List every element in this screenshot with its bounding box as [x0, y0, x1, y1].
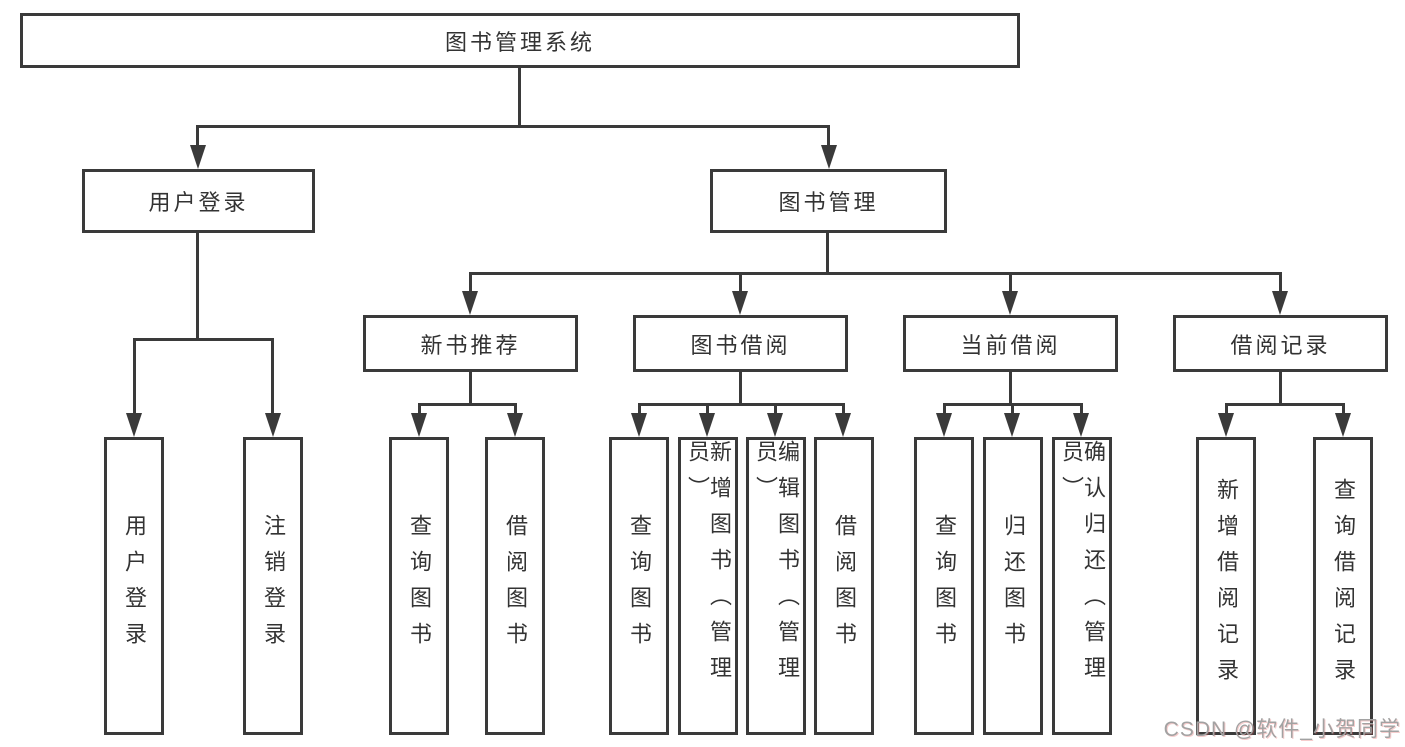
node-leaf-edit-book-admin: 编辑图书（管理员）: [746, 437, 806, 735]
edge-g2-drop-2: [1011, 403, 1014, 417]
node-book-management-branch: 图书管理: [710, 169, 947, 233]
arrow-down-icon: [507, 413, 523, 437]
node-leaf-query-books-3-label: 查询图书: [932, 514, 957, 658]
node-leaf-borrow-books-2-label: 借阅图书: [832, 514, 857, 658]
node-leaf-logout: 注销登录: [243, 437, 303, 735]
arrow-down-icon: [821, 145, 837, 169]
arrow-down-icon: [631, 413, 647, 437]
arrow-down-icon: [767, 413, 783, 437]
node-leaf-add-borrow-record-label: 新增借阅记录: [1214, 478, 1239, 694]
edge-g1-hbar: [638, 403, 845, 406]
node-current-borrow: 当前借阅: [903, 315, 1118, 372]
arrow-down-icon: [265, 413, 281, 437]
node-leaf-return-book: 归还图书: [983, 437, 1043, 735]
node-leaf-add-book-admin: 新增图书（管理员）: [678, 437, 738, 735]
arrow-down-icon: [835, 413, 851, 437]
edge-g1-drop-3: [774, 403, 777, 417]
csdn-watermark: CSDN @软件_小贺同学: [1163, 718, 1401, 741]
node-leaf-user-login: 用户登录: [104, 437, 164, 735]
edge-g3-drop-2: [1342, 403, 1345, 417]
node-leaf-query-borrow-record-label: 查询借阅记录: [1331, 478, 1356, 694]
arrow-down-icon: [190, 145, 206, 169]
edge-g3-drop-1: [1225, 403, 1228, 417]
edge-user-drop-2: [271, 338, 274, 416]
edge-g3-stem: [1279, 372, 1282, 403]
arrow-down-icon: [1335, 413, 1351, 437]
arrow-down-icon: [1218, 413, 1234, 437]
node-current-borrow-label: 当前借阅: [960, 332, 1061, 358]
node-leaf-query-books-1-label: 查询图书: [407, 514, 432, 658]
arrow-down-icon: [1002, 291, 1018, 315]
node-new-book-recommend: 新书推荐: [363, 315, 578, 372]
edge-root-drop-right: [827, 125, 830, 149]
edge-user-drop-1: [133, 338, 136, 416]
edge-root-drop-left: [196, 125, 199, 149]
arrow-down-icon: [411, 413, 427, 437]
node-leaf-borrow-books-1-label: 借阅图书: [503, 514, 528, 658]
node-leaf-add-book-admin-label: 新增图书（管理员）: [685, 440, 732, 692]
edge-g3-hbar: [1225, 403, 1345, 406]
edge-mgmt-stem: [826, 233, 829, 272]
edge-mgmt-drop-2: [739, 272, 742, 294]
node-book-borrow-label: 图书借阅: [690, 332, 791, 358]
node-user-login-branch-label: 用户登录: [148, 190, 249, 215]
node-leaf-add-borrow-record: 新增借阅记录: [1196, 437, 1256, 735]
node-leaf-user-login-label: 用户登录: [122, 514, 147, 658]
edge-user-hbar: [133, 338, 274, 341]
node-leaf-query-books-2: 查询图书: [609, 437, 669, 735]
edge-g1-drop-2: [706, 403, 709, 417]
edge-g1-drop-1: [638, 403, 641, 417]
node-leaf-query-borrow-record: 查询借阅记录: [1313, 437, 1373, 735]
edge-g0-drop-1: [418, 403, 421, 417]
edge-g0-stem: [469, 372, 472, 403]
node-root-label: 图书管理系统: [444, 29, 595, 55]
node-leaf-borrow-books-1: 借阅图书: [485, 437, 545, 735]
node-leaf-confirm-return-admin-label: 确认归还（管理员）: [1059, 440, 1106, 692]
node-new-book-recommend-label: 新书推荐: [420, 332, 521, 358]
arrow-down-icon: [1272, 291, 1288, 315]
edge-g0-hbar: [418, 403, 517, 406]
node-leaf-query-books-2-label: 查询图书: [627, 514, 652, 658]
node-borrow-records-label: 借阅记录: [1230, 332, 1331, 358]
node-root: 图书管理系统: [20, 13, 1020, 68]
node-book-borrow: 图书借阅: [633, 315, 848, 372]
edge-g0-drop-2: [514, 403, 517, 417]
node-leaf-query-books-3: 查询图书: [914, 437, 974, 735]
edge-mgmt-drop-3: [1009, 272, 1012, 294]
arrow-down-icon: [699, 413, 715, 437]
node-leaf-edit-book-admin-label: 编辑图书（管理员）: [753, 440, 800, 692]
arrow-down-icon: [1004, 413, 1020, 437]
edge-root-stem: [518, 68, 521, 125]
edge-mgmt-hbar: [469, 272, 1282, 275]
node-book-management-branch-label: 图书管理: [778, 190, 879, 215]
node-leaf-query-books-1: 查询图书: [389, 437, 449, 735]
arrow-down-icon: [462, 291, 478, 315]
node-leaf-borrow-books-2: 借阅图书: [814, 437, 874, 735]
edge-g1-drop-4: [842, 403, 845, 417]
edge-g2-drop-1: [943, 403, 946, 417]
node-leaf-logout-label: 注销登录: [261, 514, 286, 658]
node-leaf-confirm-return-admin: 确认归还（管理员）: [1052, 437, 1112, 735]
arrow-down-icon: [1073, 413, 1089, 437]
edge-root-hbar: [196, 125, 830, 128]
arrow-down-icon: [936, 413, 952, 437]
node-borrow-records: 借阅记录: [1173, 315, 1388, 372]
edge-g1-stem: [739, 372, 742, 403]
node-user-login-branch: 用户登录: [82, 169, 315, 233]
edge-g2-drop-3: [1080, 403, 1083, 417]
arrow-down-icon: [732, 291, 748, 315]
arrow-down-icon: [126, 413, 142, 437]
edge-user-stem: [196, 233, 199, 338]
edge-mgmt-drop-4: [1279, 272, 1282, 294]
edge-g2-stem: [1009, 372, 1012, 403]
edge-mgmt-drop-1: [469, 272, 472, 294]
node-leaf-return-book-label: 归还图书: [1001, 514, 1026, 658]
